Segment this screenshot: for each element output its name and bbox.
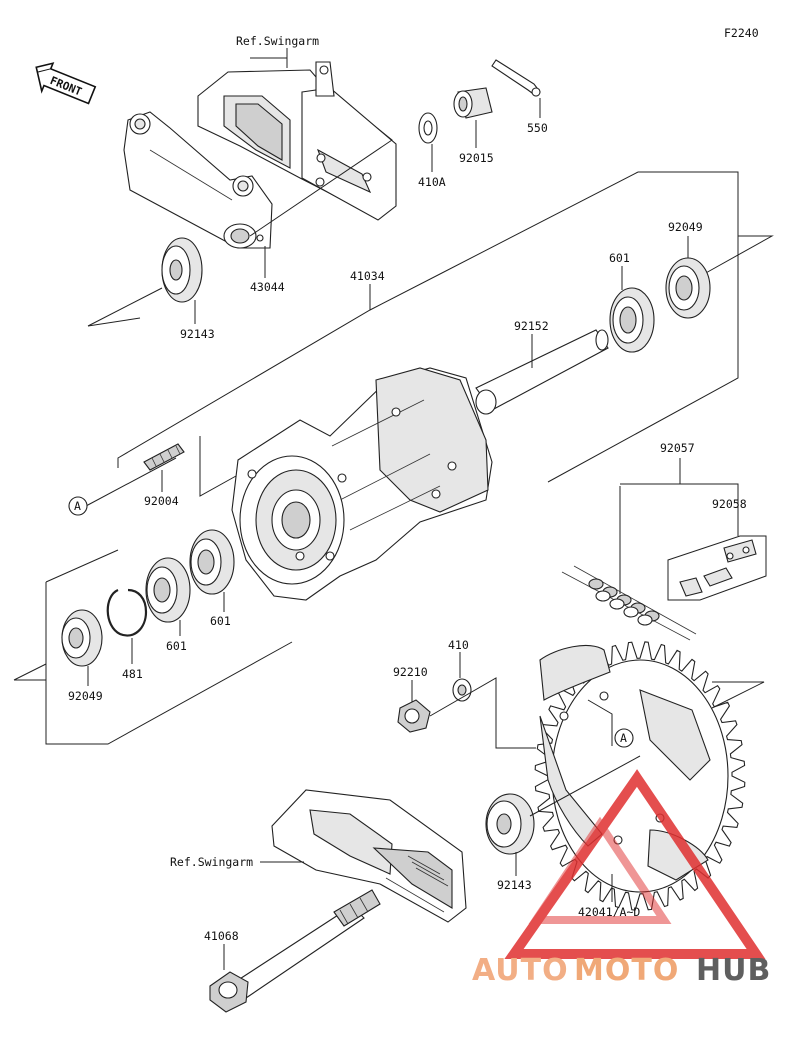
- collar-92143-upper: [161, 237, 203, 303]
- front-arrow-icon: FRONT: [35, 62, 97, 105]
- marker-a-right: [614, 728, 634, 748]
- washer-410A: [418, 112, 438, 144]
- callout-92143-bottom: 92143: [497, 878, 532, 892]
- callout-92057: 92057: [660, 441, 695, 455]
- callout-601-b: 601: [210, 614, 231, 628]
- figure-code: F2240: [724, 26, 759, 40]
- callout-92058: 92058: [712, 497, 747, 511]
- callout-601-a: 601: [166, 639, 187, 653]
- swingarm-upper: [197, 61, 397, 221]
- automotohub-logo: AUTO MOTO HUB: [472, 769, 771, 988]
- master-link-92058: [667, 535, 767, 601]
- callout-92004: 92004: [144, 494, 179, 508]
- watermark-auto: AUTO: [472, 953, 569, 988]
- wheel-hub: [231, 367, 493, 601]
- watermark-moto: MOTO: [574, 953, 679, 988]
- seal-92049-upper: [665, 257, 711, 319]
- callout-41068: 41068: [204, 929, 239, 943]
- stud-92004: [143, 443, 185, 471]
- callout-92210: 92210: [393, 665, 428, 679]
- swingarm-lower: [271, 789, 467, 923]
- callout-410: 410: [448, 638, 469, 652]
- nut-92210: [397, 699, 431, 733]
- spacer-92152: [475, 329, 609, 415]
- circlip-481: [106, 588, 148, 637]
- axle-41068: [209, 889, 381, 1013]
- chain-adjuster-43044: [123, 111, 273, 249]
- chain-92057: [561, 565, 697, 641]
- marker-a-right-label: A: [620, 731, 627, 745]
- seal-92049-lower: [61, 609, 103, 667]
- callout-410A: 410A: [418, 175, 446, 189]
- nut-92015: [453, 87, 493, 119]
- collar-92143-lower: [485, 793, 535, 855]
- bearing-601-b: [189, 529, 235, 595]
- callout-550: 550: [527, 121, 548, 135]
- ref-swingarm-top: Ref.Swingarm: [236, 34, 319, 48]
- callout-92049-bottom: 92049: [68, 689, 103, 703]
- marker-a-left: [68, 496, 88, 516]
- callout-92143-top: 92143: [180, 327, 215, 341]
- callout-481: 481: [122, 667, 143, 681]
- callout-601-top: 601: [609, 251, 630, 265]
- callout-92015: 92015: [459, 151, 494, 165]
- callout-92049-top: 92049: [668, 220, 703, 234]
- ref-swingarm-bottom: Ref.Swingarm: [170, 855, 253, 869]
- callout-92152: 92152: [514, 319, 549, 333]
- marker-a-left-label: A: [74, 499, 81, 513]
- callout-42041: 42041/A~D: [578, 905, 640, 919]
- callout-41034: 41034: [350, 269, 385, 283]
- watermark-hub: HUB: [696, 953, 771, 988]
- cotter-pin-550: [491, 59, 541, 97]
- callout-43044: 43044: [250, 280, 285, 294]
- bearing-601-a: [145, 557, 191, 623]
- bearing-601-upper: [609, 287, 655, 353]
